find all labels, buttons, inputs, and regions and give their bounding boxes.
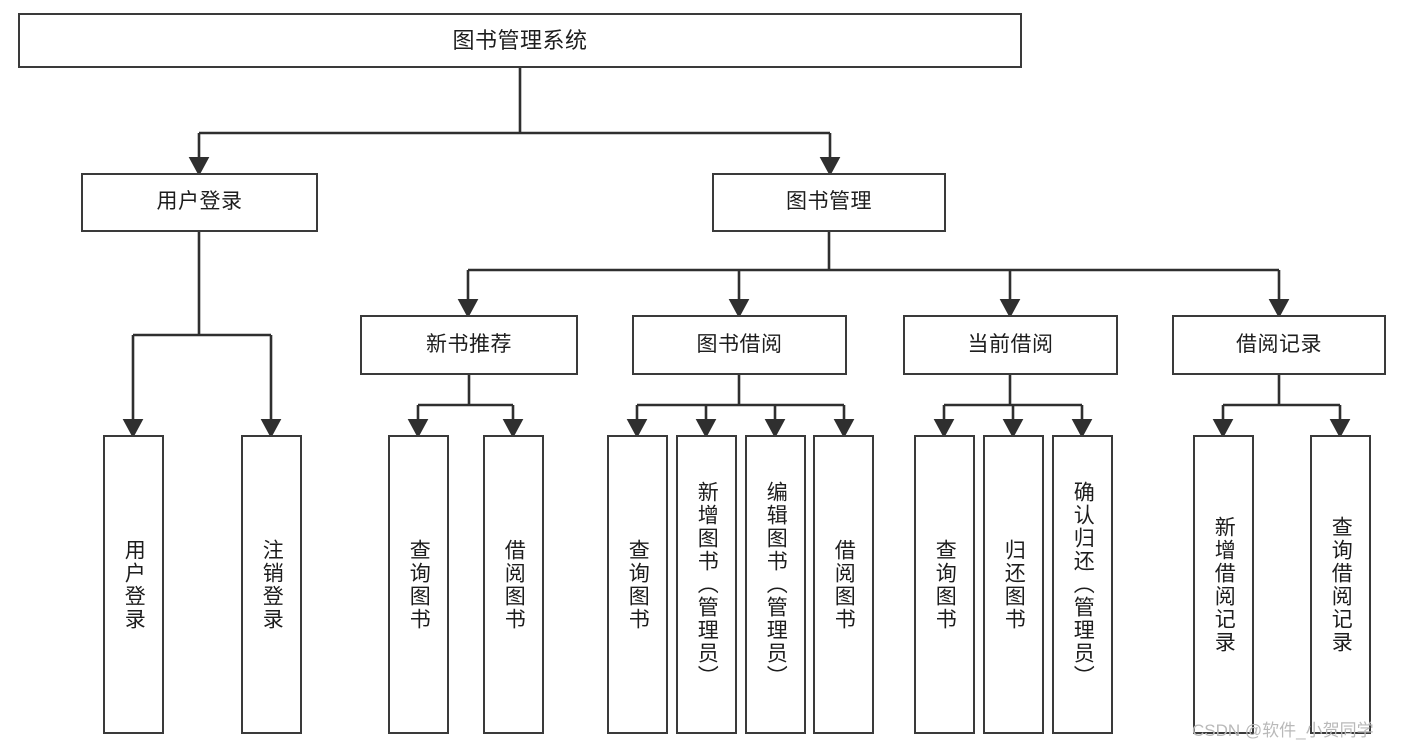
leaf-current-confirm-return-admin[interactable]: 确认归还（管理员）: [1052, 435, 1113, 734]
node-label: 新增借阅记录: [1212, 515, 1236, 654]
node-label: 借阅图书: [832, 538, 856, 631]
leaf-user-login-signin[interactable]: 用户登录: [103, 435, 164, 734]
node-user-login[interactable]: 用户登录: [81, 173, 318, 232]
node-label: 用户登录: [156, 190, 243, 214]
node-label: 查询借阅记录: [1329, 515, 1353, 654]
node-label: 编辑图书（管理员）: [764, 481, 788, 688]
node-borrow-record[interactable]: 借阅记录: [1172, 315, 1386, 375]
leaf-borrow-add-book-admin[interactable]: 新增图书（管理员）: [676, 435, 737, 734]
leaf-user-login-signout[interactable]: 注销登录: [241, 435, 302, 734]
node-label: 新书推荐: [426, 332, 512, 356]
node-label: 图书管理系统: [452, 27, 588, 53]
node-label: 借阅记录: [1236, 332, 1322, 356]
node-label: 注销登录: [260, 538, 284, 631]
leaf-record-query-record[interactable]: 查询借阅记录: [1310, 435, 1371, 734]
node-label: 当前借阅: [967, 332, 1054, 356]
leaf-recommend-query-book[interactable]: 查询图书: [388, 435, 449, 734]
node-label: 确认归还（管理员）: [1071, 481, 1095, 688]
node-label: 查询图书: [626, 538, 650, 631]
leaf-current-query-book[interactable]: 查询图书: [914, 435, 975, 734]
node-label: 查询图书: [933, 538, 957, 631]
leaf-record-add-record[interactable]: 新增借阅记录: [1193, 435, 1254, 734]
leaf-recommend-borrow-book[interactable]: 借阅图书: [483, 435, 544, 734]
node-label: 新增图书（管理员）: [695, 481, 719, 688]
leaf-borrow-borrow-book[interactable]: 借阅图书: [813, 435, 874, 734]
node-label: 借阅图书: [502, 538, 526, 631]
node-label: 图书管理: [786, 190, 872, 214]
node-current-borrow[interactable]: 当前借阅: [903, 315, 1118, 375]
node-book-management[interactable]: 图书管理: [712, 173, 946, 232]
node-label: 归还图书: [1002, 538, 1026, 631]
node-label: 查询图书: [407, 538, 431, 631]
node-new-book-recommend[interactable]: 新书推荐: [360, 315, 578, 375]
node-label: 用户登录: [122, 538, 146, 631]
watermark-text: CSDN @软件_小贺同学: [1192, 721, 1374, 740]
node-root-system[interactable]: 图书管理系统: [18, 13, 1022, 68]
leaf-borrow-edit-book-admin[interactable]: 编辑图书（管理员）: [745, 435, 806, 734]
node-label: 图书借阅: [696, 332, 783, 356]
leaf-borrow-query-book[interactable]: 查询图书: [607, 435, 668, 734]
node-book-borrow[interactable]: 图书借阅: [632, 315, 847, 375]
leaf-current-return-book[interactable]: 归还图书: [983, 435, 1044, 734]
